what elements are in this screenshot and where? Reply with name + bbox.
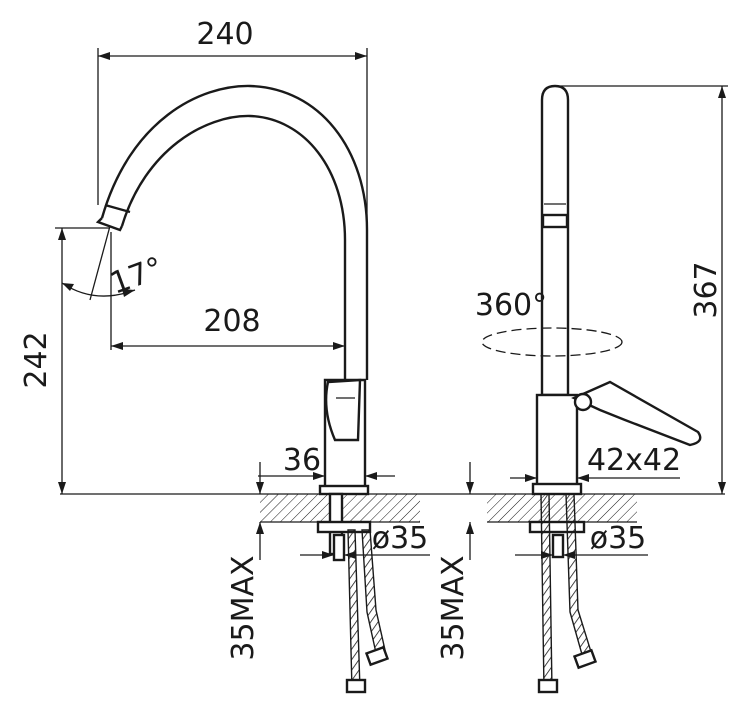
aerator-front xyxy=(541,213,569,229)
dim-35max-side: 35MAX xyxy=(226,555,261,660)
dim-367: 367 xyxy=(689,261,724,318)
hose-nut-2-side xyxy=(364,645,390,667)
dim-42x42: 42x42 xyxy=(587,443,681,478)
dim-36: 36 xyxy=(283,443,321,478)
hose-nut-1-front xyxy=(537,678,559,694)
dim-angle-17: 17° xyxy=(106,251,168,302)
hose-nut-2-front xyxy=(572,648,598,670)
base-flange-side xyxy=(318,484,370,496)
dim-35max-front: 35MAX xyxy=(436,555,471,660)
rotation-ellipse xyxy=(481,327,623,357)
dim-208: 208 xyxy=(203,304,260,339)
handle-side xyxy=(324,378,362,442)
faucet-body-front xyxy=(535,393,579,487)
side-view: 240 208 242 17° 36 ø35 xyxy=(19,17,725,694)
base-flange-front xyxy=(531,482,583,496)
dim-240: 240 xyxy=(196,17,253,52)
countertop-hatch-right xyxy=(487,494,637,522)
dim-dia-35-front: ø35 xyxy=(590,521,647,556)
spout-outer xyxy=(100,84,369,380)
spout-tip xyxy=(95,217,124,232)
spout-column-front xyxy=(540,84,570,397)
dim-242: 242 xyxy=(19,331,54,388)
connector-front xyxy=(551,533,565,559)
dim-rotation-360: 360° xyxy=(475,288,547,323)
front-view: 367 360° 42x42 ø35 35MAX xyxy=(436,84,728,694)
dim-dia-35-side: ø35 xyxy=(372,521,429,556)
hose-nut-1-side xyxy=(345,678,367,694)
nut-front xyxy=(528,520,586,534)
spout-inner xyxy=(120,114,347,380)
handle-front xyxy=(571,380,702,447)
nut-side xyxy=(316,520,372,534)
connector-side xyxy=(332,533,346,562)
